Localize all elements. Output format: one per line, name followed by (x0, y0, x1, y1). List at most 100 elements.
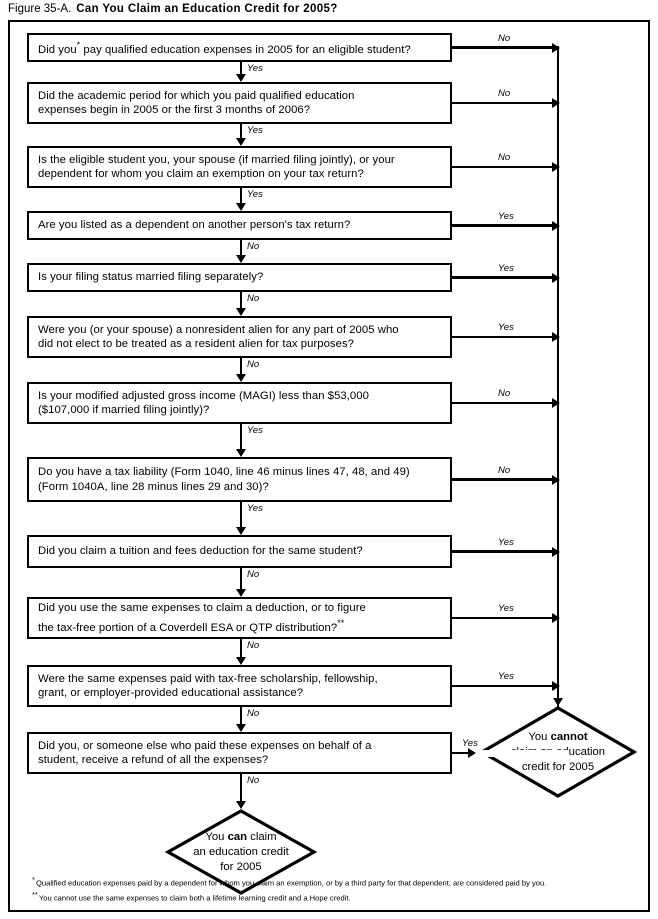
question-6-line-1: Were you (or your spouse) a nonresident … (38, 323, 399, 336)
question-11-line-1: Were the same expenses paid with tax-fre… (38, 672, 378, 685)
branch-cover-12 (452, 750, 568, 757)
down-arrowhead-10 (236, 657, 246, 665)
down-line-8 (239, 502, 243, 528)
outcome-can-line-1: You can claim (205, 830, 277, 843)
question-text-9: Did you claim a tuition and fees deducti… (38, 544, 363, 559)
question-box-9[interactable]: Did you claim a tuition and fees deducti… (27, 535, 452, 568)
question-text-7: Is your modified adjusted gross income (… (38, 389, 369, 418)
branch-line-10 (452, 616, 559, 620)
down-line-6 (239, 358, 243, 375)
branch-arrowhead-4 (552, 220, 560, 231)
question-box-2[interactable]: Did the academic period for which you pa… (27, 82, 452, 124)
down-arrowhead-12 (236, 801, 246, 809)
outcome-can-line-2: an education credit (193, 845, 289, 858)
branch-line-4 (452, 224, 559, 227)
branch-line-7 (452, 401, 559, 405)
branch-label-7: No (498, 388, 511, 399)
question-text-12: Did you, or someone else who paid these … (38, 739, 371, 768)
down-line-11 (239, 707, 243, 725)
down-line-12 (239, 774, 243, 802)
question-10-line-2: the tax-free portion of a Coverdell ESA … (38, 617, 345, 634)
question-box-3[interactable]: Is the eligible student you, your spouse… (27, 146, 452, 188)
outcome-can-line-3: for 2005 (220, 860, 262, 873)
down-label-4: No (247, 241, 260, 252)
branch-arrowhead-12b (468, 748, 476, 758)
down-label-10: No (247, 640, 260, 651)
branch-arrowhead-7 (552, 398, 560, 408)
question-12-line-2: student, receive a refund of all the exp… (38, 754, 269, 766)
down-line-10 (239, 639, 243, 658)
branch-line-9 (452, 550, 559, 553)
branch-line-3 (452, 165, 559, 169)
down-label-7: Yes (247, 425, 263, 436)
question-box-4[interactable]: Are you listed as a dependent on another… (27, 211, 452, 240)
footnote-1-text: Qualified education expenses paid by a d… (35, 878, 547, 888)
branch-arrowhead-11 (552, 681, 560, 691)
question-8-line-2: (Form 1040A, line 28 minus lines 29 and … (38, 480, 269, 493)
branch-line-6 (452, 335, 559, 339)
branch-arrowhead-8 (552, 474, 560, 485)
question-10-line-1: Did you use the same expenses to claim a… (38, 602, 366, 615)
down-arrowhead-9 (236, 589, 246, 597)
question-text-2: Did the academic period for which you pa… (38, 89, 354, 118)
down-label-1: Yes (247, 63, 263, 74)
down-arrowhead-5 (236, 308, 246, 316)
branch-label-12b: Yes (462, 738, 478, 749)
question-box-6[interactable]: Were you (or your spouse) a nonresident … (27, 316, 452, 358)
down-line-9 (239, 568, 243, 590)
down-arrowhead-7 (236, 449, 246, 457)
branch-arrowhead-3 (552, 162, 560, 172)
footnote-2-text: You cannot use the same expenses to clai… (38, 893, 351, 903)
question-5-line-1: Is your filing status married filing sep… (38, 271, 264, 284)
question-12-line-1: Did you, or someone else who paid these … (38, 739, 372, 752)
question-7-line-1: Is your modified adjusted gross income (… (38, 389, 369, 402)
branch-line-1 (452, 46, 559, 49)
outcome-diamond-can[interactable]: You can claim an education credit for 2005 (164, 809, 318, 895)
question-text-4: Are you listed as a dependent on another… (38, 218, 350, 233)
down-label-9: No (247, 569, 260, 580)
down-line-5 (239, 292, 243, 309)
question-box-8[interactable]: Do you have a tax liability (Form 1040, … (27, 457, 452, 502)
branch-arrowhead-9 (552, 546, 560, 557)
figure-title-text: Can You Claim an Education Credit for 20… (76, 3, 338, 15)
flowchart-frame: Did you* pay qualified education expense… (8, 20, 650, 912)
flowchart-canvas: Did you* pay qualified education expense… (10, 22, 648, 910)
question-box-12[interactable]: Did you, or someone else who paid these … (27, 732, 452, 774)
down-line-2 (239, 124, 243, 139)
question-9-line-1: Did you claim a tuition and fees deducti… (38, 545, 363, 558)
branch-label-4: Yes (498, 210, 514, 222)
question-7-line-2: ($107,000 if married filing jointly)? (38, 404, 210, 416)
question-box-7[interactable]: Is your modified adjusted gross income (… (27, 382, 452, 424)
question-8-line-1: Do you have a tax liability (Form 1040, … (38, 466, 410, 478)
footnote-2: **You cannot use the same expenses to cl… (32, 889, 640, 904)
branch-line-8 (452, 478, 559, 481)
right-rail-line (556, 46, 560, 707)
down-label-3: Yes (247, 189, 263, 200)
down-arrowhead-8 (236, 527, 246, 535)
question-3-line-1: Is the eligible student you, your spouse… (38, 153, 395, 166)
branch-label-11: Yes (498, 671, 514, 682)
question-11-line-2: grant, or employer-provided educational … (38, 687, 304, 699)
question-box-11[interactable]: Were the same expenses paid with tax-fre… (27, 665, 452, 707)
down-arrowhead-11 (236, 724, 246, 732)
branch-label-1: No (498, 32, 511, 44)
down-arrowhead-2 (236, 138, 246, 146)
down-line-7 (239, 424, 243, 450)
question-box-1[interactable]: Did you* pay qualified education expense… (27, 33, 452, 62)
branch-arrowhead-10 (552, 613, 560, 623)
question-box-10[interactable]: Did you use the same expenses to claim a… (27, 597, 452, 639)
down-line-1 (239, 62, 243, 75)
question-4-line-1: Are you listed as a dependent on another… (38, 219, 351, 232)
question-1-line-1: Did you* pay qualified education expense… (38, 39, 411, 56)
branch-label-9: Yes (498, 536, 514, 548)
branch-line-12b (452, 751, 474, 755)
branch-label-2: No (498, 88, 511, 99)
down-label-6: No (247, 359, 260, 370)
down-line-3 (239, 188, 243, 204)
question-box-5[interactable]: Is your filing status married filing sep… (27, 263, 452, 292)
question-6-line-2: did not elect to be treated as a residen… (38, 338, 354, 350)
down-label-2: Yes (247, 125, 263, 136)
question-text-1: Did you* pay qualified education expense… (38, 38, 411, 57)
outcome-text-can: You can claim an education credit for 2005 (166, 809, 316, 895)
branch-label-10: Yes (498, 603, 514, 614)
